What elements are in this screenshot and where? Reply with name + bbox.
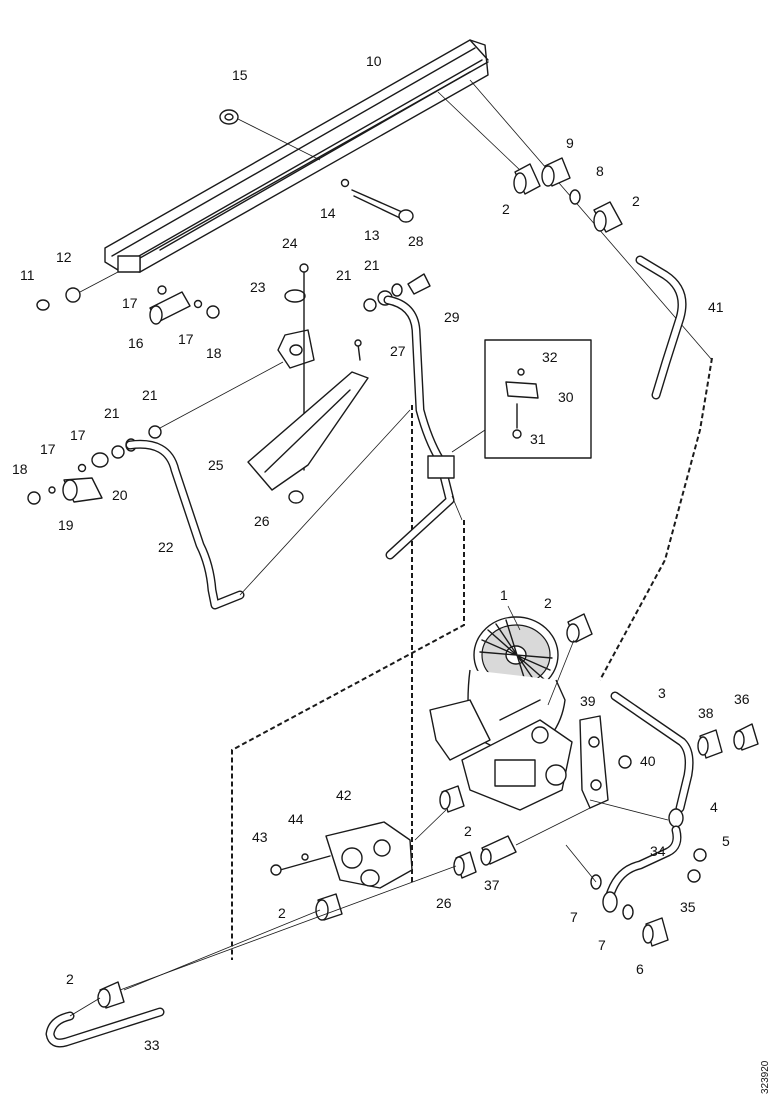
callout-34: 34 — [650, 843, 666, 859]
callout-8: 8 — [596, 163, 604, 179]
callout-2: 2 — [632, 193, 640, 209]
bolt-27 — [354, 339, 362, 361]
callout-26: 26 — [436, 895, 452, 911]
main-unit-1 — [429, 605, 573, 811]
connector-19-cluster — [27, 361, 284, 505]
callout-17: 17 — [40, 441, 56, 457]
callout-11: 11 — [20, 267, 35, 283]
fittings-21-28 — [363, 273, 431, 312]
nut-11-washer-12 — [36, 271, 119, 311]
callout-17: 17 — [178, 331, 194, 347]
callout-17: 17 — [122, 295, 138, 311]
callout-30: 30 — [558, 389, 574, 405]
callout-28: 28 — [408, 233, 424, 249]
coupling-9 — [541, 157, 571, 187]
callout-22: 22 — [158, 539, 174, 555]
callout-40: 40 — [640, 753, 656, 769]
tube-29 — [383, 295, 463, 560]
connector-16 — [149, 285, 220, 325]
dashed-connections — [231, 357, 713, 960]
callout-26: 26 — [254, 513, 270, 529]
plate-25 — [247, 371, 369, 504]
callout-21: 21 — [336, 267, 352, 283]
callout-42: 42 — [336, 787, 352, 803]
callout-15: 15 — [232, 67, 248, 83]
washer-8 — [569, 189, 581, 205]
coupling-2-top-right — [593, 201, 623, 233]
callout-37: 37 — [484, 877, 500, 893]
callout-33: 33 — [144, 1037, 160, 1053]
callout-6: 6 — [636, 961, 644, 977]
reference-code: 323920 — [760, 1060, 771, 1094]
tube-41 — [635, 255, 687, 400]
callout-labels: 15 10 9 8 2 2 14 13 24 28 11 12 21 21 23… — [12, 53, 750, 1053]
callout-23: 23 — [250, 279, 266, 295]
callout-36: 36 — [734, 691, 750, 707]
valve-bracket-23 — [277, 263, 315, 471]
coupling-2-bottom — [315, 893, 343, 921]
callout-12: 12 — [56, 249, 72, 265]
callout-13: 13 — [364, 227, 380, 243]
callout-41: 41 — [708, 299, 724, 315]
tube-33 — [45, 909, 321, 1048]
callout-35: 35 — [680, 899, 696, 915]
fittings-6-7 — [565, 844, 669, 947]
valve-42 — [270, 809, 447, 889]
callout-18: 18 — [12, 461, 28, 477]
callout-29: 29 — [444, 309, 460, 325]
fittings-38-36 — [697, 723, 759, 759]
bolt-13 — [340, 178, 414, 223]
callout-9: 9 — [566, 135, 574, 151]
callout-5: 5 — [722, 833, 730, 849]
callout-44: 44 — [288, 811, 304, 827]
callout-20: 20 — [112, 487, 128, 503]
callout-7: 7 — [570, 909, 578, 925]
callout-2: 2 — [502, 201, 510, 217]
fittings-4-5-34-35 — [589, 799, 707, 900]
coupling-2-top-left — [513, 163, 541, 195]
callout-2: 2 — [464, 823, 472, 839]
callout-31: 31 — [530, 431, 546, 447]
callout-21: 21 — [142, 387, 158, 403]
tube-3 — [610, 691, 694, 813]
fittings-26-37 — [119, 807, 591, 991]
callout-21: 21 — [364, 257, 380, 273]
callout-4: 4 — [710, 799, 718, 815]
callout-43: 43 — [252, 829, 268, 845]
tube-22 — [125, 409, 411, 610]
callout-17: 17 — [70, 427, 86, 443]
coupling-2-lower — [439, 785, 465, 813]
bracket-39 — [579, 715, 632, 809]
callout-2: 2 — [278, 905, 286, 921]
callout-21: 21 — [104, 405, 120, 421]
nut-15 — [219, 109, 239, 125]
callout-16: 16 — [128, 335, 144, 351]
callout-24: 24 — [282, 235, 298, 251]
callout-10: 10 — [366, 53, 382, 69]
clamp-30-mounted — [427, 455, 455, 479]
callout-2: 2 — [66, 971, 74, 987]
callout-27: 27 — [390, 343, 406, 359]
callout-2: 2 — [544, 595, 552, 611]
clamp-detail-box — [451, 339, 592, 459]
callout-7: 7 — [598, 937, 606, 953]
callout-19: 19 — [58, 517, 74, 533]
callout-25: 25 — [208, 457, 224, 473]
coupling-2-mid — [547, 613, 593, 706]
callout-38: 38 — [698, 705, 714, 721]
callout-18: 18 — [206, 345, 222, 361]
callout-32: 32 — [542, 349, 558, 365]
rail-bracket — [104, 39, 713, 361]
callout-14: 14 — [320, 205, 336, 221]
callout-1: 1 — [500, 587, 508, 603]
callout-3: 3 — [658, 685, 666, 701]
callout-39: 39 — [580, 693, 596, 709]
